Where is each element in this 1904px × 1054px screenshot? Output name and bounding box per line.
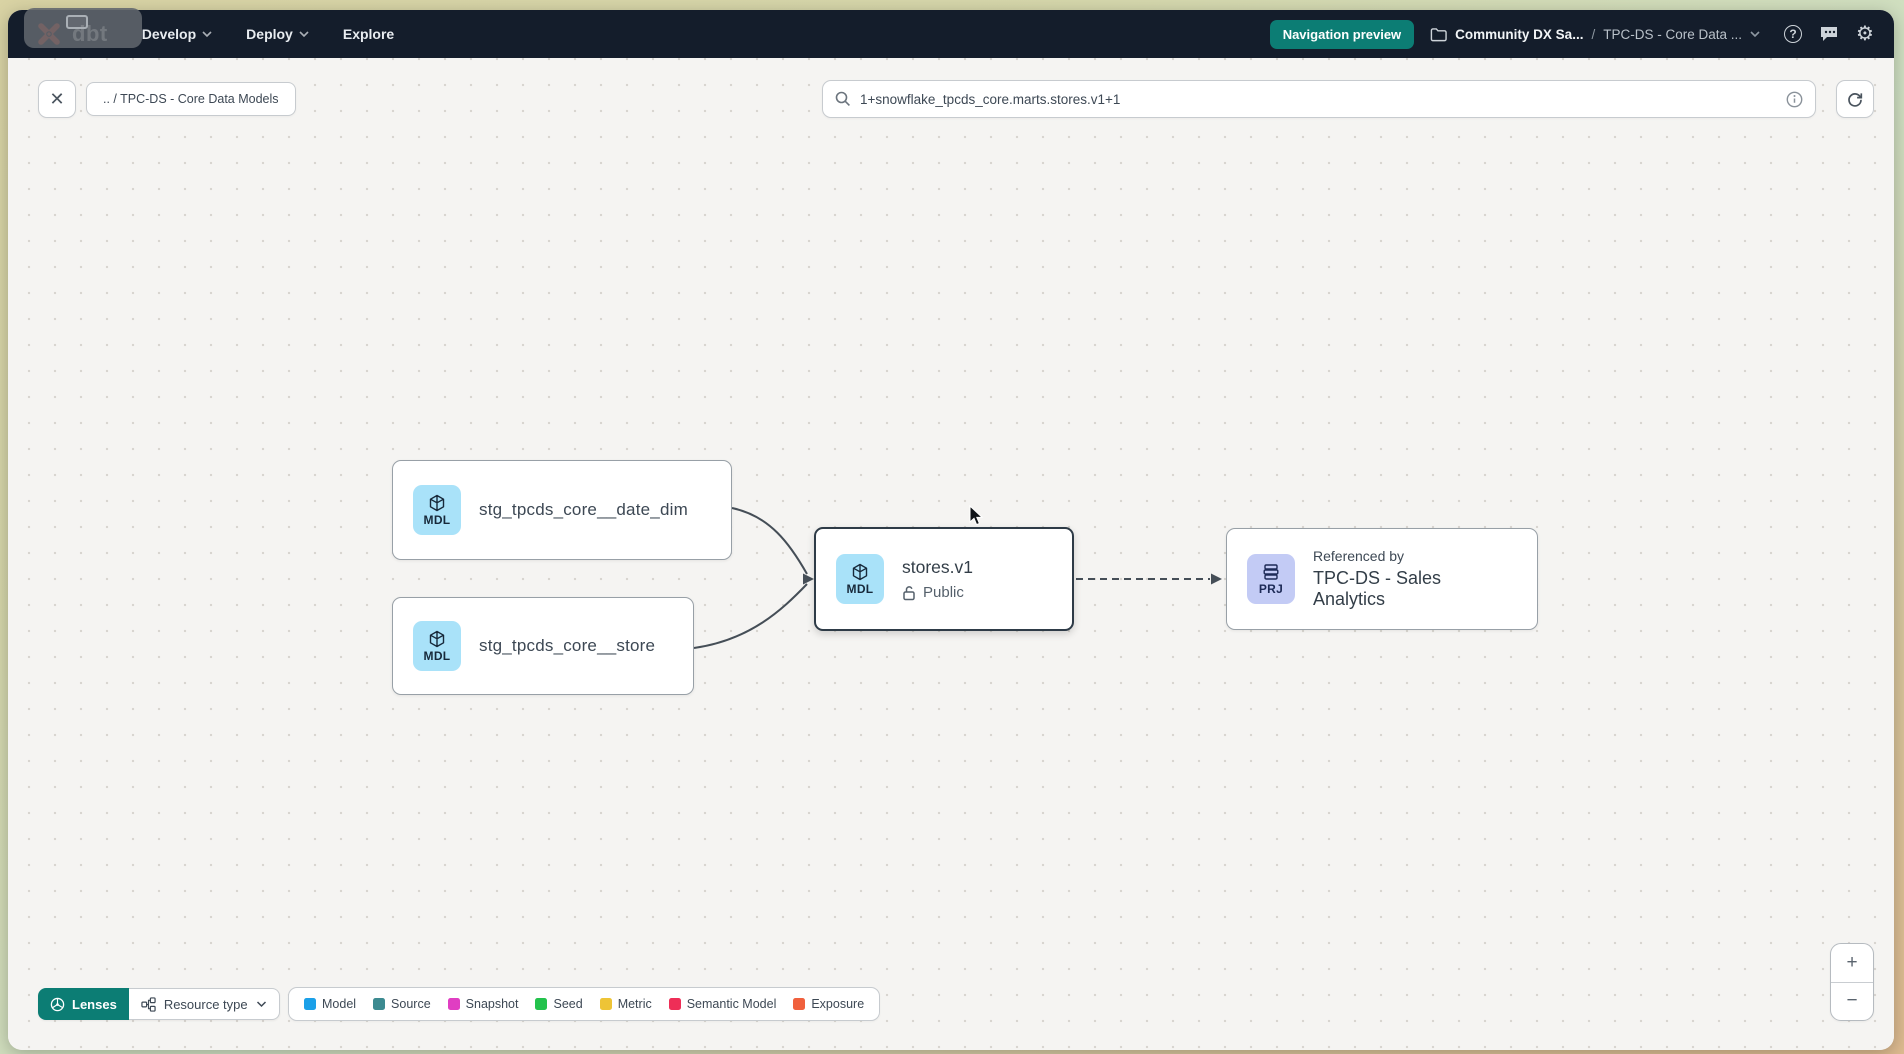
legend-swatch bbox=[447, 998, 460, 1010]
graph-nodes-icon bbox=[141, 996, 156, 1012]
cube-icon bbox=[852, 563, 868, 580]
legend-item-source: Source bbox=[373, 997, 431, 1011]
resource-type-dropdown[interactable]: Resource type bbox=[128, 988, 280, 1020]
refresh-icon bbox=[1848, 93, 1863, 107]
cube-icon bbox=[429, 630, 445, 647]
lineage-canvas[interactable]: ✕ .. / TPC-DS - Core Data Models MDL stg… bbox=[8, 58, 1894, 1050]
node-stg-tpcds-core-date-dim[interactable]: MDL stg_tpcds_core__date_dim bbox=[392, 460, 732, 560]
legend-swatch bbox=[304, 998, 316, 1010]
breadcrumb-project: Community DX Sa... bbox=[1455, 26, 1584, 42]
access-row: Public bbox=[902, 584, 973, 601]
breadcrumb[interactable]: Community DX Sa... / TPC-DS - Core Data … bbox=[1430, 27, 1760, 42]
legend-item-seed: Seed bbox=[535, 997, 583, 1011]
info-icon[interactable] bbox=[1786, 91, 1803, 108]
zoom-in-button[interactable]: + bbox=[1831, 944, 1873, 983]
access-label: Public bbox=[923, 584, 964, 601]
legend-item-snapshot: Snapshot bbox=[447, 997, 518, 1011]
lenses-button[interactable]: Lenses bbox=[38, 988, 129, 1020]
legend-item-exposure: Exposure bbox=[793, 997, 864, 1011]
resource-type-legend: Model Source Snapshot Seed Metric bbox=[288, 987, 881, 1021]
legend-item-metric: Metric bbox=[599, 997, 652, 1011]
legend-swatch bbox=[793, 998, 806, 1010]
node-stg-tpcds-core-store[interactable]: MDL stg_tpcds_core__store bbox=[392, 597, 694, 695]
cube-icon bbox=[429, 494, 445, 511]
app-window: dbt Develop Deploy Explore Navigation pr… bbox=[8, 10, 1894, 1050]
feedback-icon[interactable] bbox=[1818, 23, 1840, 45]
legend-swatch bbox=[599, 998, 612, 1010]
node-label: stg_tpcds_core__store bbox=[479, 636, 656, 655]
nav-deploy[interactable]: Deploy bbox=[246, 26, 309, 42]
lens-icon bbox=[50, 997, 65, 1011]
chevron-down-icon bbox=[1750, 30, 1760, 37]
chevron-down-icon bbox=[299, 30, 309, 37]
arrowhead bbox=[1211, 573, 1222, 585]
selector-input[interactable] bbox=[860, 91, 1786, 107]
breadcrumb-current: TPC-DS - Core Data ... bbox=[1603, 26, 1742, 42]
breadcrumb-separator: / bbox=[1591, 26, 1596, 42]
legend-swatch bbox=[535, 998, 548, 1010]
help-icon[interactable]: ? bbox=[1782, 23, 1804, 45]
main-nav: Develop Deploy Explore bbox=[142, 26, 395, 42]
node-stores-v1-selected[interactable]: MDL stores.v1 Public bbox=[814, 527, 1074, 631]
legend-swatch bbox=[373, 998, 386, 1010]
legend-item-semantic-model: Semantic Model bbox=[668, 997, 776, 1011]
legend-swatch bbox=[668, 998, 681, 1010]
project-badge: PRJ bbox=[1247, 554, 1295, 604]
close-lineage-button[interactable]: ✕ bbox=[38, 80, 76, 118]
mouse-cursor bbox=[969, 505, 984, 526]
chevron-down-icon bbox=[202, 30, 212, 37]
legend-item-model: Model bbox=[304, 997, 356, 1011]
navigation-preview-badge[interactable]: Navigation preview bbox=[1269, 19, 1415, 49]
nav-explore[interactable]: Explore bbox=[342, 26, 395, 42]
lineage-path-chip[interactable]: .. / TPC-DS - Core Data Models bbox=[86, 82, 296, 116]
search-icon bbox=[835, 91, 850, 106]
node-label: TPC-DS - Sales Analytics bbox=[1313, 568, 1442, 609]
lineage-search-bar bbox=[822, 80, 1816, 118]
navbar-icons: ? ⚙ bbox=[1782, 23, 1876, 45]
referenced-by-label: Referenced by bbox=[1313, 548, 1405, 564]
arrowhead bbox=[803, 573, 814, 585]
zoom-out-button[interactable]: − bbox=[1846, 990, 1858, 1012]
node-label: stg_tpcds_core__date_dim bbox=[479, 500, 688, 519]
model-badge: MDL bbox=[413, 485, 461, 535]
navbar-right: Navigation preview Community DX Sa... / … bbox=[1269, 19, 1876, 49]
nav-develop[interactable]: Develop bbox=[142, 26, 212, 42]
top-navbar: dbt Develop Deploy Explore Navigation pr… bbox=[8, 10, 1894, 58]
screen-share-tab bbox=[24, 8, 142, 48]
node-referenced-by-project[interactable]: PRJ Referenced by TPC-DS - Sales Analyti… bbox=[1226, 528, 1538, 630]
zoom-controls: + − bbox=[1830, 943, 1874, 1021]
lens-controls: Lenses Resource type bbox=[38, 988, 280, 1020]
lock-open-icon bbox=[903, 585, 915, 600]
folder-icon bbox=[1430, 27, 1447, 41]
model-badge: MDL bbox=[413, 621, 461, 671]
node-text: Referenced by TPC-DS - Sales Analytics bbox=[1313, 548, 1517, 610]
node-label: stores.v1 bbox=[902, 557, 973, 577]
refresh-button[interactable] bbox=[1836, 80, 1874, 118]
model-badge: MDL bbox=[836, 554, 884, 604]
chevron-down-icon bbox=[256, 1000, 266, 1007]
archive-icon bbox=[1263, 563, 1279, 580]
screen-share-icon bbox=[66, 15, 88, 29]
node-text: stores.v1 Public bbox=[902, 557, 973, 601]
settings-icon[interactable]: ⚙ bbox=[1856, 23, 1874, 45]
chat-bubble-icon bbox=[1821, 27, 1837, 41]
